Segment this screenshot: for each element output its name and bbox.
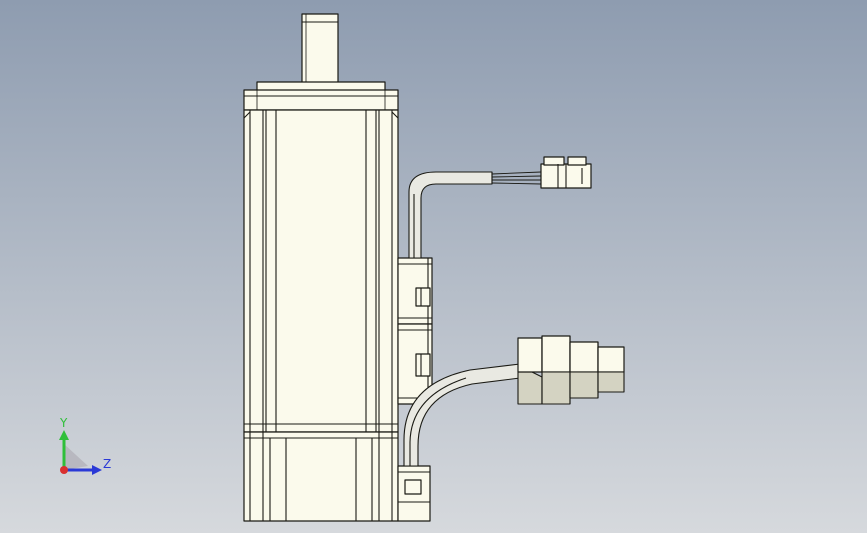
front-flange[interactable] [243,89,399,111]
y-axis-label: Y [59,416,68,430]
triad-plane-indicator [64,444,88,470]
orientation-triad: Y Z [59,416,111,475]
rear-housing[interactable] [243,431,399,522]
z-axis-label: Z [103,457,111,471]
motor-shaft[interactable] [301,13,339,84]
encoder-connector-housing[interactable] [397,257,433,325]
x-axis-dot [60,466,68,474]
encoder-plug-connector[interactable] [540,156,592,189]
y-axis-arrowhead [59,430,69,440]
brake-terminal-block[interactable] [397,465,431,522]
motor-body[interactable] [243,109,399,433]
servo-motor-model[interactable] [243,13,625,522]
z-axis-arrowhead [92,465,102,475]
power-plug-connector[interactable] [517,335,625,405]
encoder-cable[interactable] [408,171,493,259]
encoder-wires [491,171,542,185]
